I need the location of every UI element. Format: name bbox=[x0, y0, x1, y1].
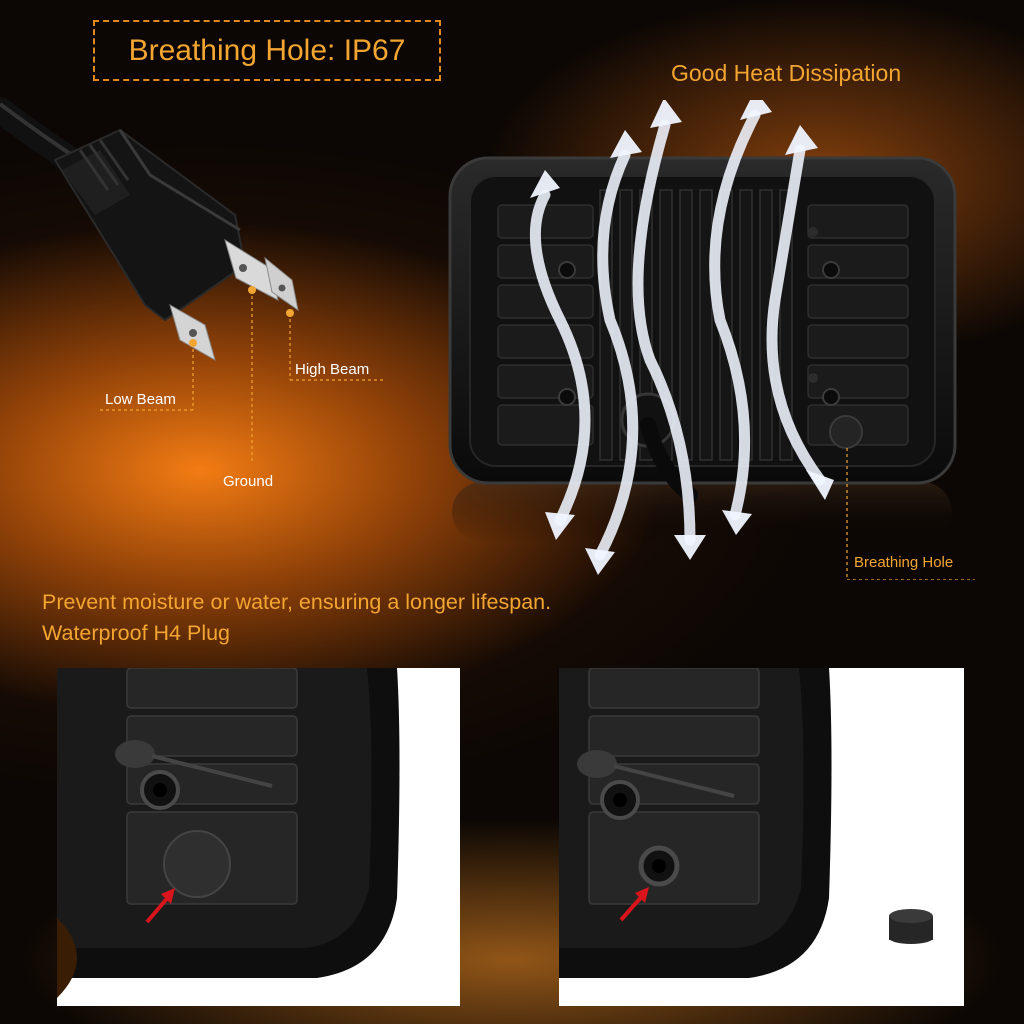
panel-plug-inserted bbox=[57, 668, 460, 1006]
page-title: Breathing Hole: IP67 bbox=[128, 33, 406, 67]
h4-plug-illustration bbox=[0, 97, 299, 362]
plug-callout-lines bbox=[100, 286, 385, 462]
ground-label: Ground bbox=[223, 473, 274, 490]
plug-removed-closeup bbox=[559, 668, 933, 978]
heat-dissipation-heading: Good Heat Dissipation bbox=[671, 60, 902, 86]
caption-plug: Waterproof H4 Plug bbox=[42, 621, 231, 645]
high-beam-label: High Beam bbox=[295, 361, 370, 378]
breathing-hole-label: Breathing Hole bbox=[854, 554, 954, 571]
lamp-heatsink-illustration bbox=[448, 100, 975, 580]
low-beam-label: Low Beam bbox=[105, 391, 176, 408]
title-box: Breathing Hole: IP67 bbox=[93, 20, 441, 81]
panel-plug-removed bbox=[559, 668, 964, 1006]
caption-moisture: Prevent moisture or water, ensuring a lo… bbox=[42, 590, 552, 614]
plug-inserted-closeup bbox=[57, 668, 400, 998]
